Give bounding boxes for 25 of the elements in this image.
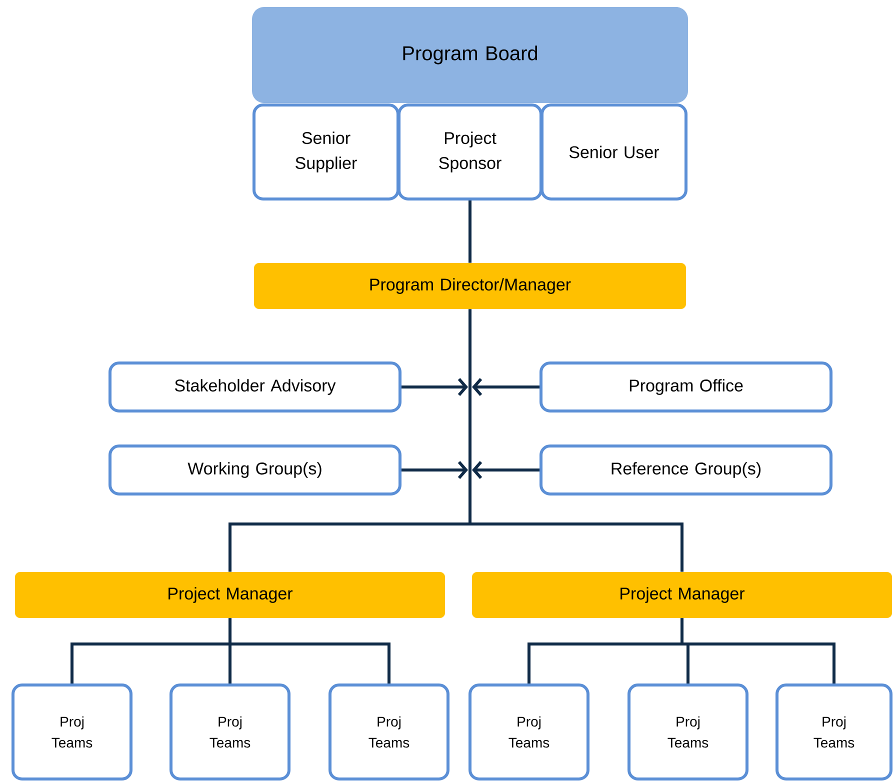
role-box: Proj Teams (628, 684, 748, 780)
connector (472, 461, 540, 479)
role-box: Reference Group(s) (540, 444, 832, 496)
connector (402, 461, 468, 479)
role-band: Project Manager (472, 572, 892, 618)
role-box: Program Office (540, 362, 832, 412)
role-box: Proj Teams (170, 684, 290, 780)
role-box: Proj Teams (12, 684, 132, 780)
program-board-box: Program Board (252, 7, 688, 103)
connector (472, 378, 540, 396)
role-box: Stakeholder Advisory (108, 362, 402, 412)
role-box: Senior Supplier (252, 104, 400, 200)
role-band: Program Director/Manager (254, 263, 686, 309)
role-box: Proj Teams (468, 684, 590, 780)
connector (468, 200, 472, 263)
role-box: Project Sponsor (398, 104, 542, 200)
role-box: Proj Teams (776, 684, 892, 780)
connector (402, 378, 468, 396)
connector (468, 309, 684, 572)
role-box: Proj Teams (328, 684, 450, 780)
role-box: Working Group(s) (108, 444, 402, 496)
role-band: Project Manager (15, 572, 445, 618)
connector (228, 618, 390, 684)
connector (680, 618, 836, 684)
role-box: Senior User (540, 104, 688, 200)
